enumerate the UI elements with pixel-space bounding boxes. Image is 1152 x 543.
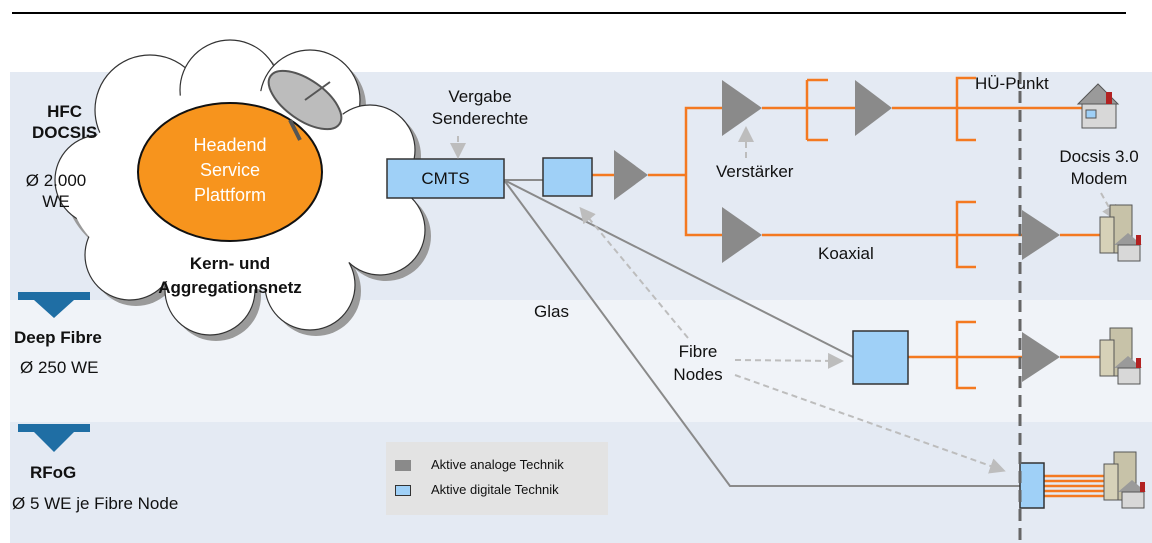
- hfc-count-line1: Ø 2.000: [25, 171, 87, 190]
- amplifier-icon: [1022, 210, 1060, 260]
- docsis-line2: Modem: [1070, 169, 1128, 188]
- fibre-node-icon: [852, 330, 909, 385]
- rfog-count: Ø 5 WE je Fibre Node: [12, 494, 179, 513]
- hfc-title-line2: DOCSIS: [32, 123, 98, 142]
- docsis-modem-label: Docsis 3.0 Modem: [1046, 146, 1152, 190]
- legend: Aktive analoge Technik Aktive digitale T…: [386, 442, 608, 515]
- koaxial-label: Koaxial: [818, 244, 874, 263]
- rfog-title: RFoG: [30, 463, 77, 482]
- rfog-arrow-icon: [18, 424, 90, 452]
- headend-label: Headend Service Plattform: [160, 133, 300, 208]
- fibre-node-icon: [1019, 462, 1045, 509]
- hfc-title: HFC DOCSIS: [32, 101, 97, 143]
- glas-label: Glas: [534, 302, 569, 321]
- amplifiers: [614, 80, 1060, 382]
- building-icon: [1103, 451, 1146, 509]
- headend-line2: Service: [199, 160, 261, 180]
- deep-fibre-title: Deep Fibre: [14, 328, 102, 347]
- amplifier-icon: [722, 207, 762, 263]
- fibre-node-icon: [542, 157, 593, 197]
- vergabe-line1: Vergabe: [448, 87, 512, 106]
- hfc-count: Ø 2.000 WE: [18, 170, 94, 212]
- amplifier-icon: [855, 80, 892, 136]
- legend-digital-label: Aktive digitale Technik: [431, 482, 559, 497]
- core-network-label: Kern- und Aggregationsnetz: [140, 252, 320, 300]
- satellite-dish-icon: [267, 69, 343, 141]
- headend-line3: Plattform: [193, 185, 267, 205]
- hfc-title-line1: HFC: [47, 102, 83, 121]
- legend-digital-swatch: [395, 485, 411, 496]
- deep-fibre-arrow-icon: [18, 292, 90, 318]
- building-icon: [1099, 327, 1142, 385]
- amplifier-icon: [614, 150, 648, 200]
- glass-lines: [503, 179, 1020, 487]
- building-icon: [1099, 204, 1142, 262]
- amplifier-icon: [722, 80, 762, 136]
- docsis-line1: Docsis 3.0: [1059, 147, 1139, 166]
- fibre-line2: Nodes: [673, 365, 723, 384]
- fibre-line1: Fibre: [678, 342, 718, 361]
- hue-punkt-label: HÜ-Punkt: [975, 74, 1049, 93]
- core-line2: Aggregationsnetz: [158, 278, 302, 297]
- cmts-label: CMTS: [421, 169, 470, 188]
- hfc-count-line2: WE: [42, 192, 70, 211]
- headend-line1: Headend: [193, 135, 267, 155]
- vergabe-label: Vergabe Senderechte: [425, 86, 535, 130]
- legend-analog-label: Aktive analoge Technik: [431, 457, 564, 472]
- headend-ellipse: [137, 102, 323, 242]
- cmts-box: [386, 158, 505, 199]
- house-icon: [1076, 83, 1120, 129]
- vergabe-line2: Senderechte: [431, 109, 529, 128]
- core-line1: Kern- und: [189, 254, 271, 273]
- deep-fibre-count: Ø 250 WE: [20, 358, 99, 377]
- verstaerker-label: Verstärker: [716, 162, 794, 181]
- fibre-nodes-label: Fibre Nodes: [658, 340, 738, 386]
- legend-analog-swatch: [395, 460, 411, 471]
- amplifier-icon: [1022, 332, 1060, 382]
- coax-lines: [592, 76, 1112, 498]
